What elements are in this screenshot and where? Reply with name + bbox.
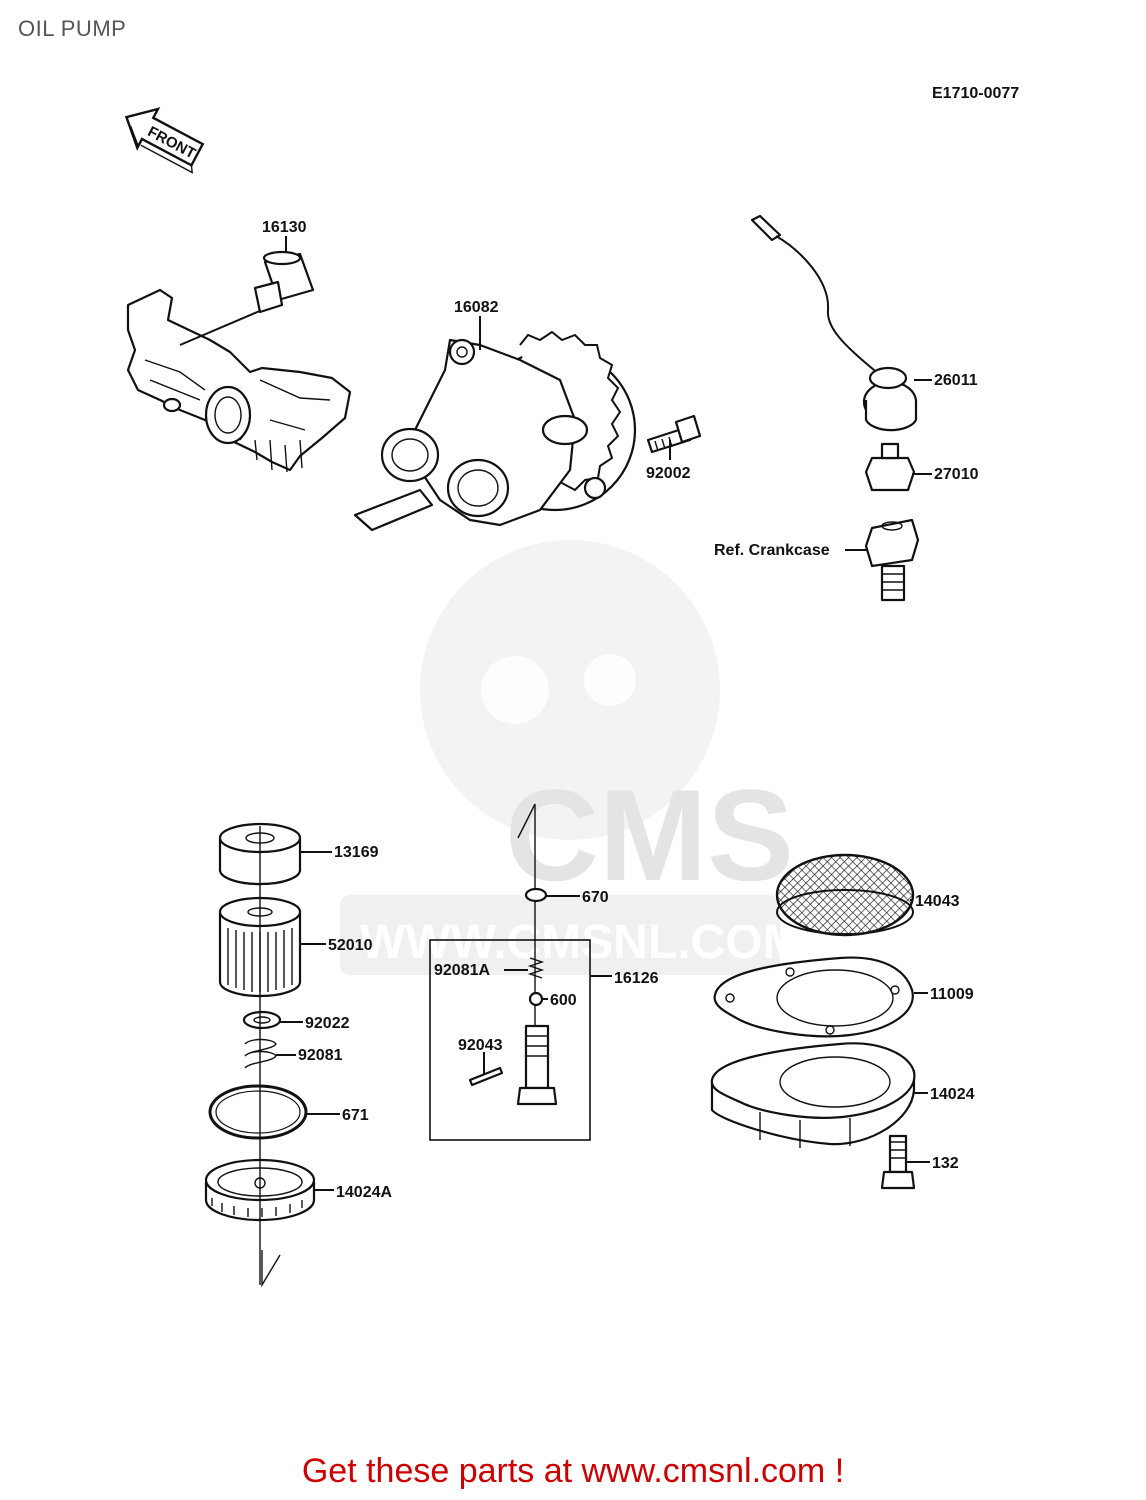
- diagram-code: E1710-0077: [932, 85, 1019, 102]
- label-92081a: 92081A: [434, 962, 490, 979]
- label-92081: 92081: [298, 1047, 343, 1064]
- label-671: 671: [342, 1107, 369, 1124]
- footer-cta-link[interactable]: Get these parts at www.cmsnl.com !: [301, 1452, 845, 1490]
- part-26011-switch-lead: 26011: [750, 214, 978, 432]
- page-title: OIL PUMP: [18, 16, 127, 41]
- part-16126-relief-valve: 670 16126 92081A 600 92043: [429, 803, 659, 1141]
- label-11009: 11009: [930, 986, 974, 1003]
- label-16130: 16130: [262, 219, 307, 236]
- part-16130: 16130: [253, 219, 315, 314]
- label-14024: 14024: [930, 1086, 975, 1103]
- part-132-bolt: 132: [880, 1134, 959, 1190]
- watermark-url: WWW.CMSNL.COM: [360, 916, 803, 969]
- part-671-o-ring: 671: [208, 1084, 369, 1140]
- part-16082-oil-pump: 16082: [353, 299, 637, 532]
- label-26011: 26011: [934, 372, 978, 389]
- label-600: 600: [550, 992, 577, 1009]
- label-52010: 52010: [328, 937, 373, 954]
- label-92022: 92022: [305, 1015, 350, 1032]
- label-ref-crankcase: Ref. Crankcase: [714, 542, 830, 559]
- label-92043: 92043: [458, 1037, 503, 1054]
- part-27010-switch: 27010: [864, 442, 979, 492]
- part-14024a-filter-cover: 14024A: [204, 1158, 392, 1222]
- part-92002-bolt: 92002: [646, 414, 702, 482]
- ref-crankcase-fitting: Ref. Crankcase: [714, 518, 920, 602]
- part-14024-cover: 14024: [710, 1042, 975, 1148]
- label-27010: 27010: [934, 466, 979, 483]
- label-13169: 13169: [334, 844, 379, 861]
- label-670: 670: [582, 889, 609, 906]
- part-92081-spring: 92081: [244, 1038, 343, 1069]
- label-14024a: 14024A: [336, 1184, 392, 1201]
- label-16082: 16082: [454, 299, 499, 316]
- cms-watermark: CMS WWW.CMSNL.COM: [340, 540, 803, 975]
- label-16126: 16126: [614, 970, 659, 987]
- label-132: 132: [932, 1155, 959, 1172]
- part-14043-oil-screen: 14043: [775, 853, 960, 937]
- part-92022-washer: 92022: [242, 1010, 350, 1032]
- crankcase-section: [126, 288, 352, 473]
- label-14043: 14043: [915, 893, 960, 910]
- watermark-brand: CMS: [505, 762, 794, 908]
- front-arrow-icon: FRONT: [124, 107, 205, 174]
- label-92002: 92002: [646, 465, 691, 482]
- part-13169: 13169: [218, 822, 379, 886]
- part-11009-gasket: 11009: [713, 956, 974, 1038]
